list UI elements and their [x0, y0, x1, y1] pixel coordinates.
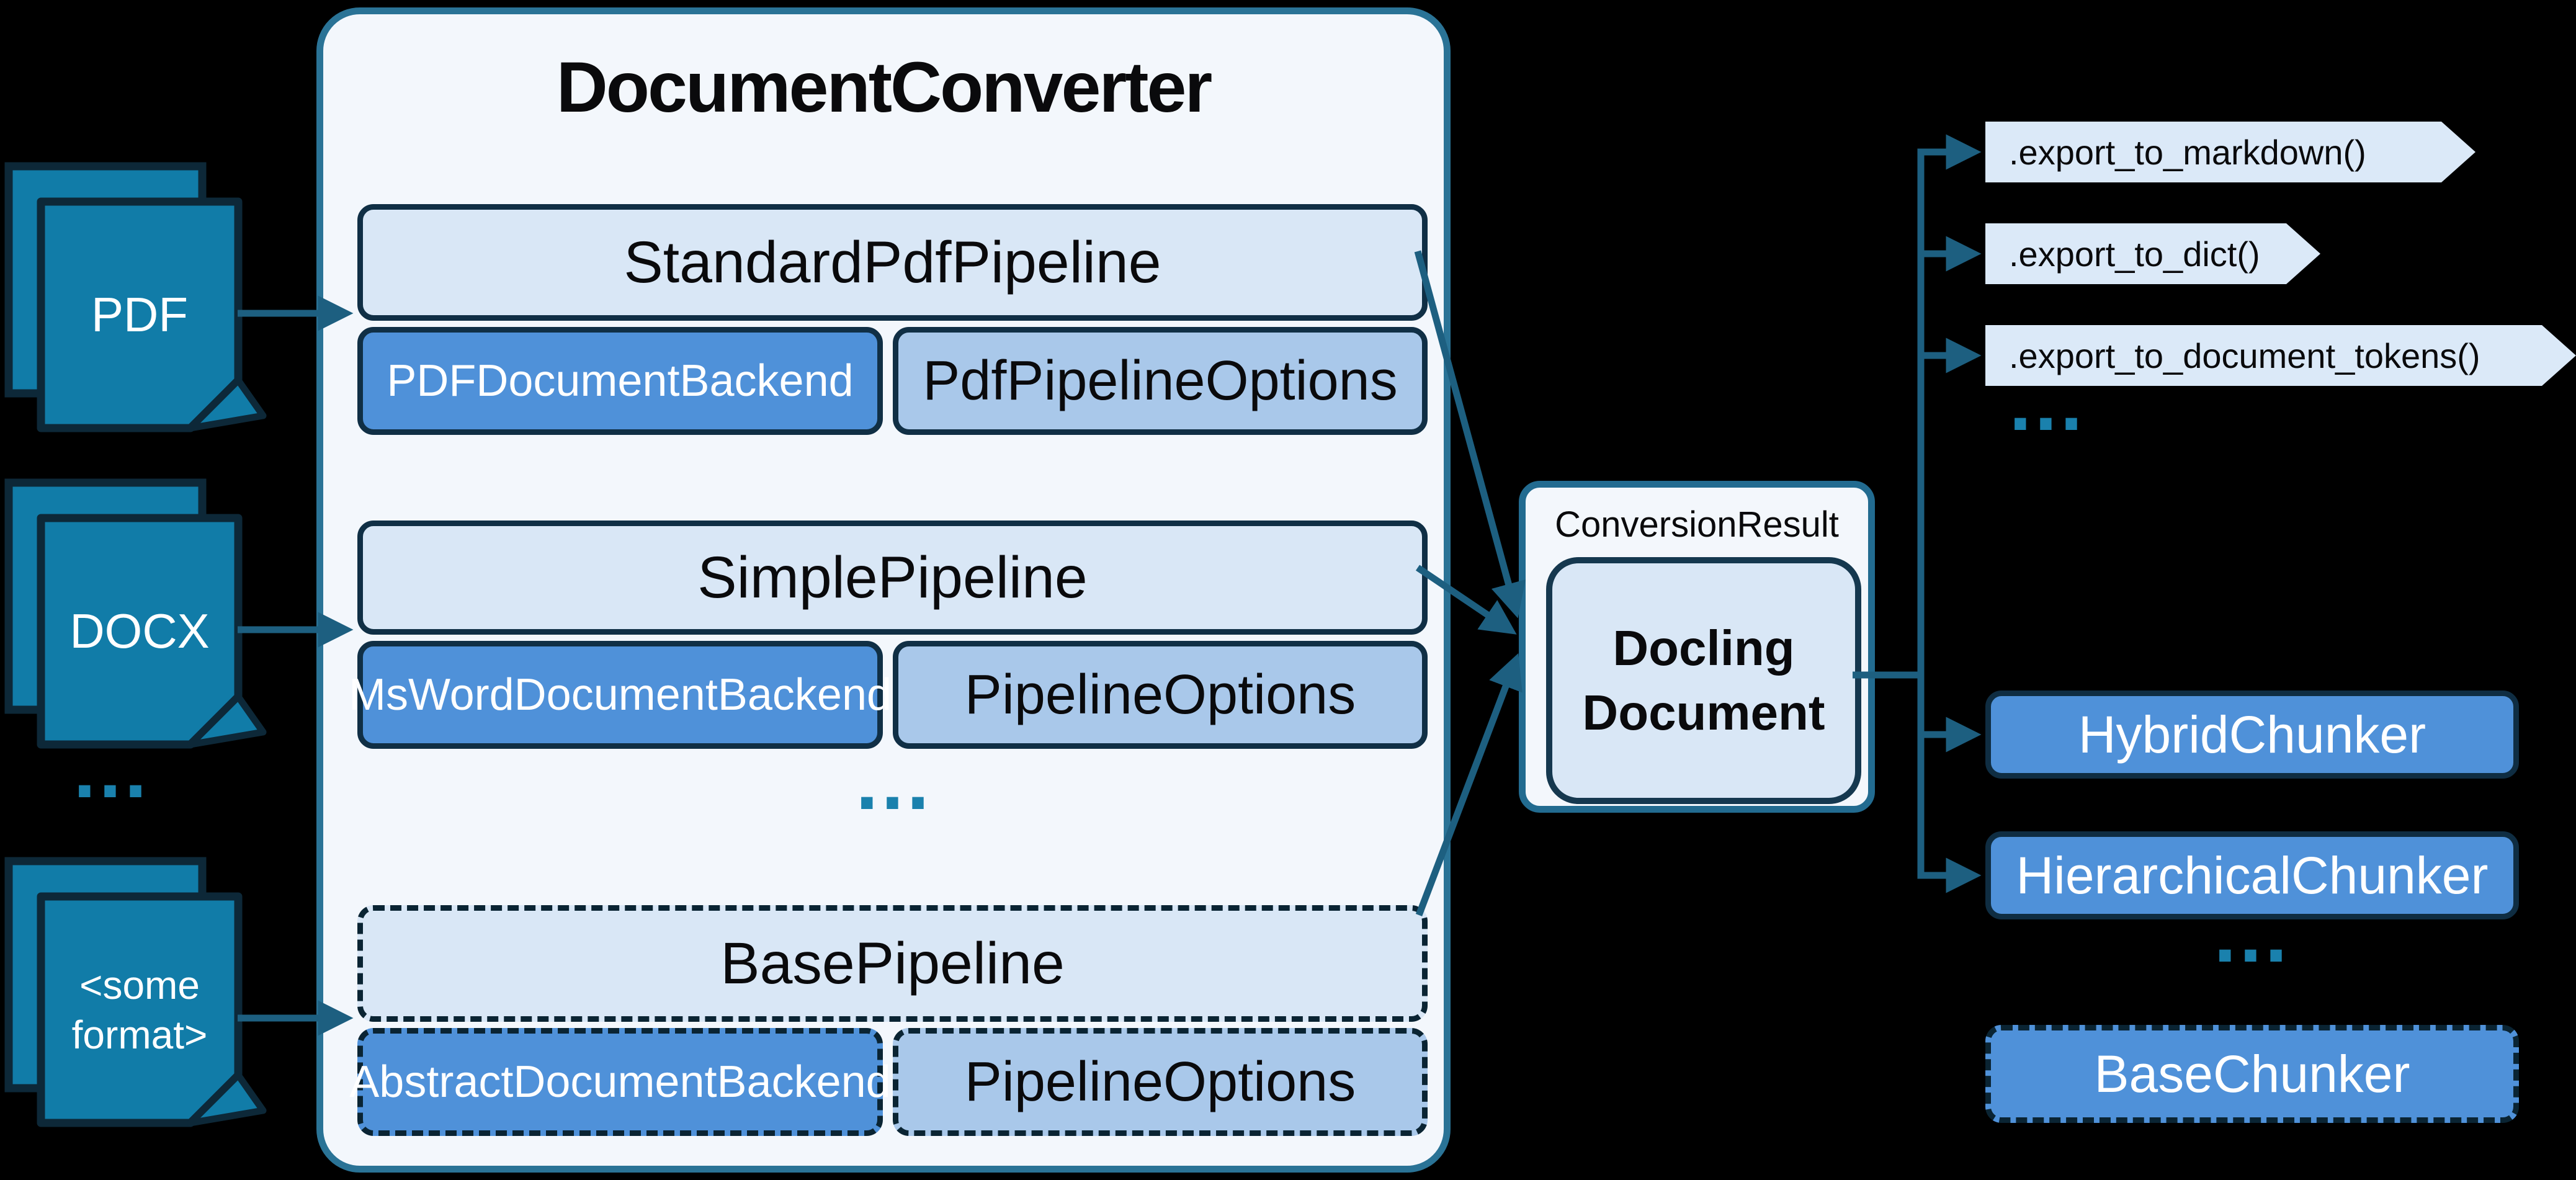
base-chunker-box: BaseChunker — [1985, 1025, 2519, 1123]
inputs-ellipsis: ... — [73, 724, 150, 815]
base-pipeline-box: BasePipeline — [357, 905, 1428, 1022]
conversion-result-label: ConversionResult — [1555, 504, 1839, 545]
exports-ellipsis: ... — [2009, 357, 2086, 447]
hybrid-chunker-box: HybridChunker — [1985, 691, 2519, 779]
pipeline-options-box: PipelineOptions — [893, 641, 1428, 749]
docling-document-box: Docling Document — [1546, 557, 1861, 804]
pdf-label: PDF — [91, 287, 188, 342]
msword-document-backend-box: MsWordDocumentBackend — [349, 641, 892, 749]
document-converter-title: DocumentConverter — [556, 48, 1212, 127]
converter-ellipsis: ... — [856, 736, 932, 826]
export-to-markdown-flag: .export_to_markdown() — [1985, 122, 2475, 182]
document-converter-container: DocumentConverter StandardPdfPipeline PD… — [316, 7, 1451, 1173]
abstract-document-backend-box: AbstractDocumentBackend — [349, 1028, 891, 1136]
branch-to-markdown-arrow — [1917, 134, 1982, 675]
simple-pipeline-box: SimplePipeline — [357, 521, 1428, 635]
hierarchical-chunker-box: HierarchicalChunker — [1985, 831, 2519, 919]
export-to-dict-flag: .export_to_dict() — [1985, 223, 2320, 284]
pdf-pipeline-options-box: PdfPipelineOptions — [893, 327, 1428, 435]
standard-pdf-pipeline-box: StandardPdfPipeline — [357, 204, 1428, 321]
branch-to-hierarchical-arrow — [1917, 675, 1982, 893]
chunkers-ellipsis: ... — [2214, 888, 2291, 979]
docx-label: DOCX — [69, 603, 210, 658]
conversion-result-container: ConversionResult Docling Document — [1519, 481, 1875, 813]
base-pipeline-options-box: PipelineOptions — [893, 1028, 1428, 1136]
pdf-document-backend-box: PDFDocumentBackend — [357, 327, 883, 435]
export-to-document-tokens-flag: .export_to_document_tokens() — [1985, 325, 2576, 386]
some-format-label: <some format> — [71, 962, 208, 1057]
